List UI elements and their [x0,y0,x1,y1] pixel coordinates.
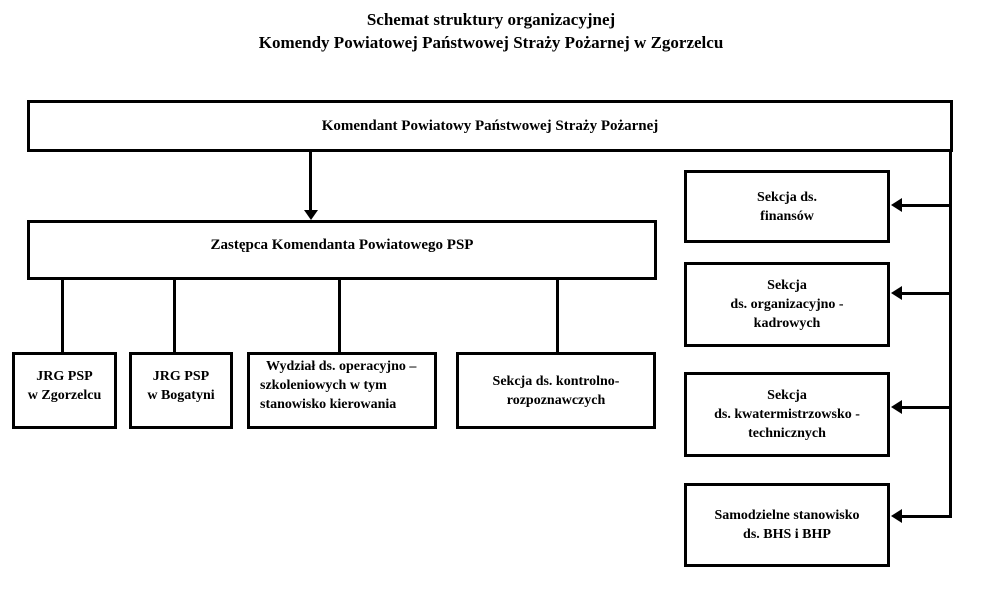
chart-title-line2: Komendy Powiatowej Państwowej Straży Poż… [258,33,724,52]
node-kontrolno-line1: Sekcja ds. kontrolno- [492,373,620,389]
connector-zastepca-wydzial-operacyjny [338,278,341,352]
arrowhead-left-organizacyjno [891,286,902,300]
node-jrg-psp-bogatynia: JRG PSP w Bogatyni [129,352,233,429]
node-wydzial-line3: stanowisko kierowania [260,397,397,412]
node-bhp-line2: ds. BHS i BHP [743,527,831,542]
connector-komendant-right-spine [949,152,952,518]
node-wydzial-operacyjny: Wydział ds. operacyjno – szkoleniowych w… [247,352,437,429]
node-bhp-line1: Samodzielne stanowisko [714,508,860,523]
node-finanse-line2: finansów [760,208,814,224]
connector-spine-organizacyjno [900,292,952,295]
node-jrg-zgorzelec-line1: JRG PSP [36,368,93,384]
arrowhead-left-kwatermistrzowsko [891,400,902,414]
connector-zastepca-sekcja-kontrolno [556,278,559,352]
node-jrg-bogatynia-line2: w Bogatyni [147,387,215,403]
arrowhead-left-bhp [891,509,902,523]
node-sekcja-kontrolno-rozpoznawcza: Sekcja ds. kontrolno- rozpoznawczych [456,352,656,429]
node-jrg-zgorzelec-line2: w Zgorzelcu [27,387,102,403]
connector-zastepca-jrg-bogatynia [173,278,176,352]
node-sekcja-finansow: Sekcja ds. finansów [684,170,890,243]
connector-zastepca-jrg-zgorzelec [61,278,64,352]
node-organizacyjno-line3: kadrowych [753,316,821,331]
chart-title-line1: Schemat struktury organizacyjnej [366,10,616,29]
node-zastepca-komendanta: Zastępca Komendanta Powiatowego PSP [27,220,657,280]
chart-title: Schemat struktury organizacyjnej Komendy… [0,8,982,54]
node-jrg-psp-zgorzelec: JRG PSP w Zgorzelcu [12,352,117,429]
node-sekcja-organizacyjno-kadrowa: Sekcja ds. organizacyjno - kadrowych [684,262,890,347]
arrowhead-down [304,210,318,220]
node-kwatermistrzowsko-line1: Sekcja [767,388,807,403]
node-kontrolno-line2: rozpoznawczych [506,392,606,408]
node-komendant-powiatowy: Komendant Powiatowy Państwowej Straży Po… [27,100,953,152]
connector-komendant-zastepca [309,152,312,211]
node-jrg-bogatynia-line1: JRG PSP [152,368,210,384]
node-organizacyjno-line2: ds. organizacyjno - [730,297,844,312]
connector-spine-bhp [900,515,952,518]
node-sekcja-kwatermistrzowsko-techniczna: Sekcja ds. kwatermistrzowsko - techniczn… [684,372,890,457]
node-kwatermistrzowsko-line2: ds. kwatermistrzowsko - [714,407,860,422]
connector-spine-kwatermistrzowsko [900,406,952,409]
connector-spine-finanse [900,204,952,207]
node-kwatermistrzowsko-line3: technicznych [748,426,826,441]
node-wydzial-line2: szkoleniowych w tym [260,378,387,393]
node-organizacyjno-line1: Sekcja [767,278,807,293]
node-stanowisko-bhs-bhp: Samodzielne stanowisko ds. BHS i BHP [684,483,890,567]
node-wydzial-line1: Wydział ds. operacyjno – [266,359,417,374]
node-komendant-label: Komendant Powiatowy Państwowej Straży Po… [321,117,659,134]
node-finanse-line1: Sekcja ds. [757,189,817,205]
arrowhead-left-finanse [891,198,902,212]
node-zastepca-label: Zastępca Komendanta Powiatowego PSP [210,236,474,253]
